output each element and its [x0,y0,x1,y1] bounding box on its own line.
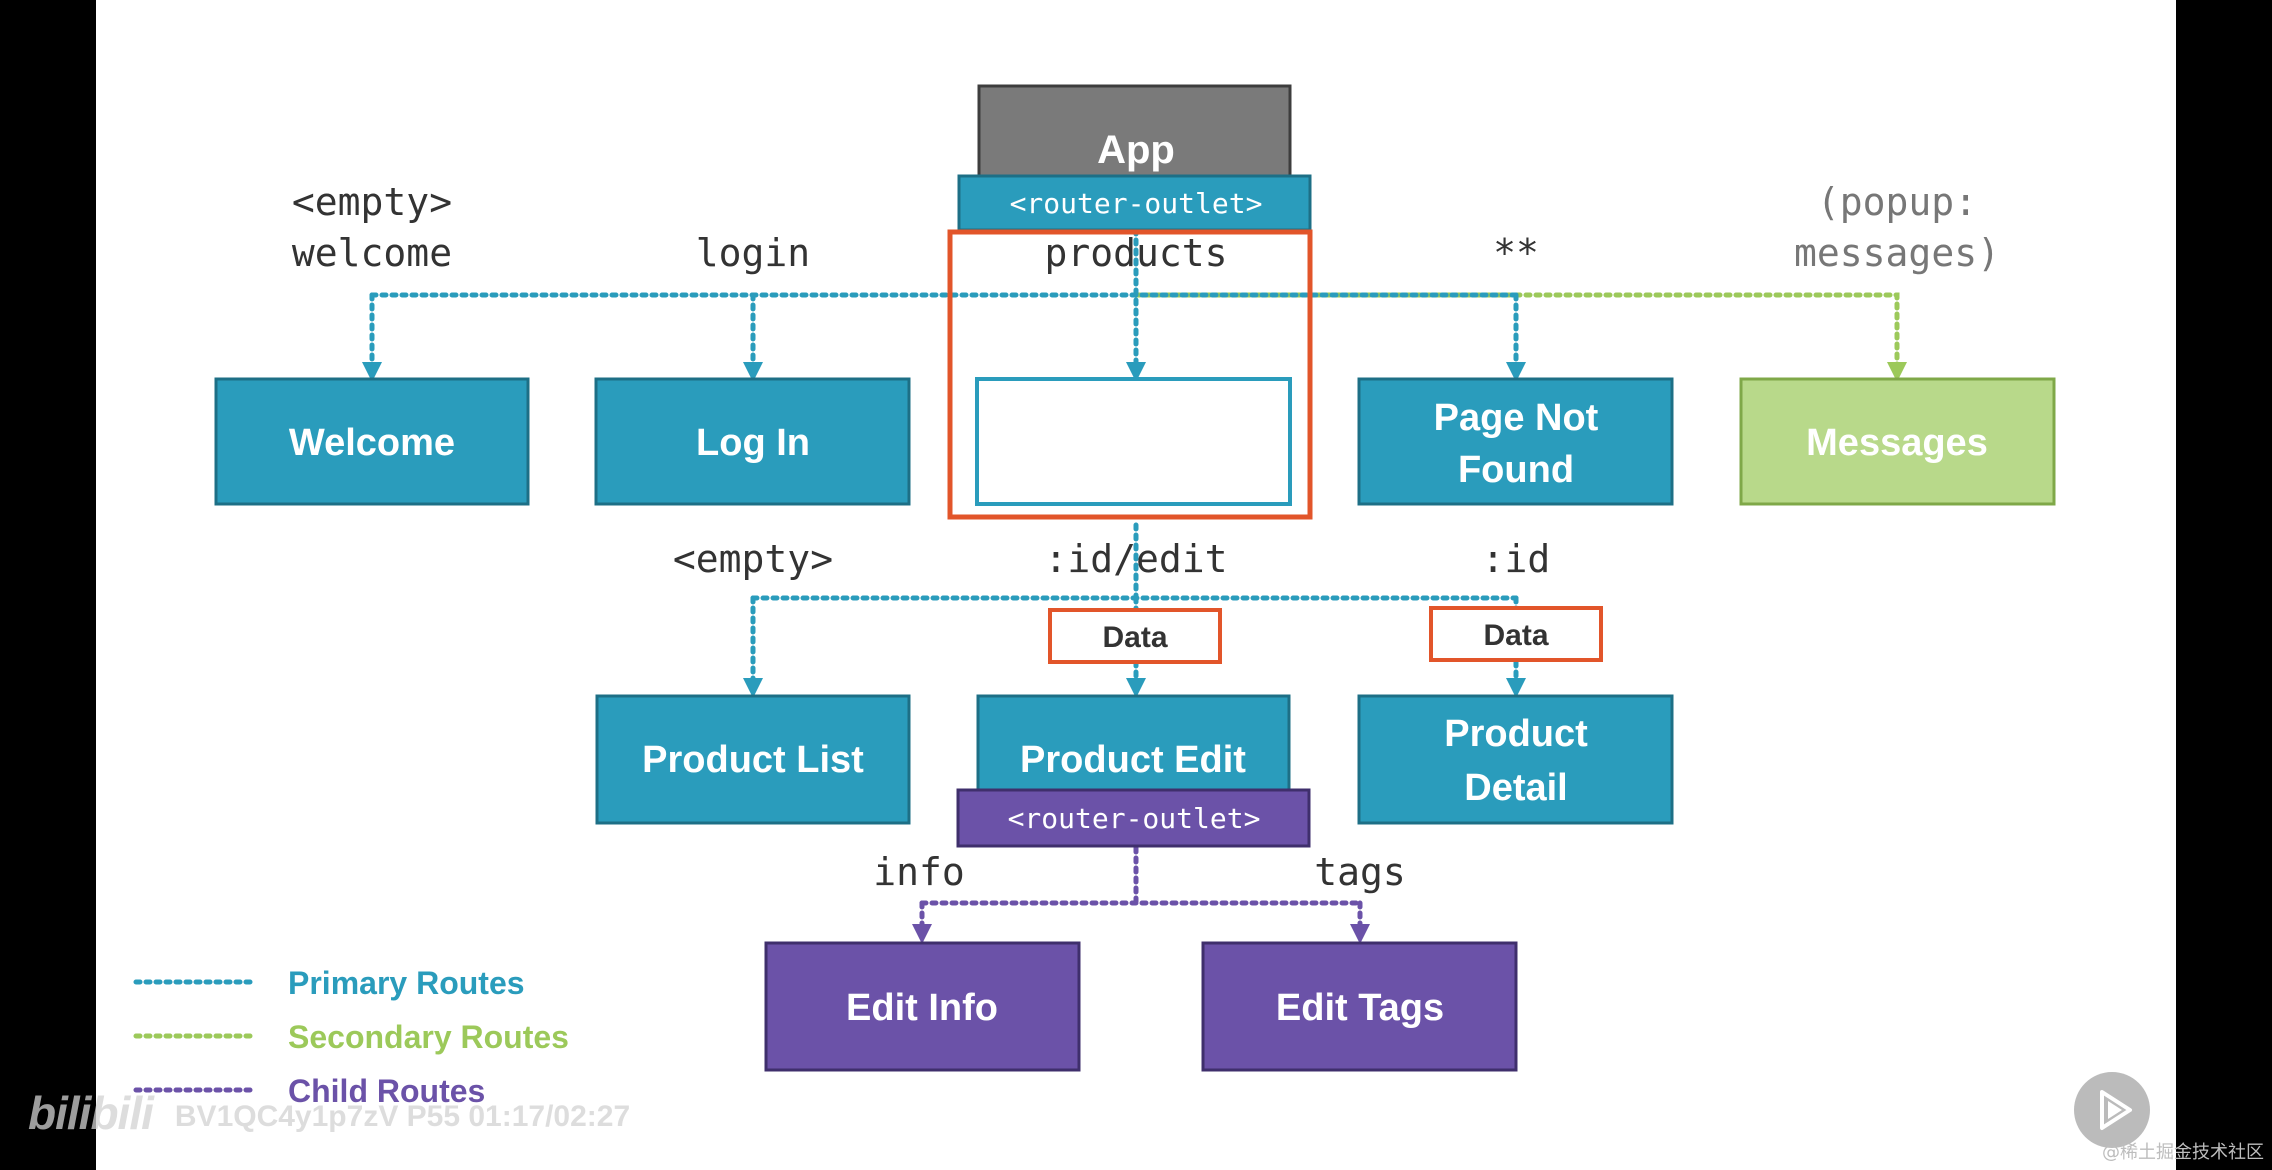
product-list-component[interactable]: Product List [595,694,911,825]
edit-info-label: Edit Info [846,987,998,1029]
routing-diagram: App <router-outlet> <empty> welcome logi… [133,84,2056,1109]
welcome-component[interactable]: Welcome [214,377,530,506]
route-label-product-detail: :id [1482,537,1551,581]
route-label-welcome-empty: <empty> [292,180,452,224]
route-label-product-list: <empty> [673,537,833,581]
product-edit-label: Product Edit [1020,739,1246,781]
messages-component[interactable]: Messages [1739,377,2056,506]
product-detail-component[interactable]: Product Detail [1357,694,1674,825]
route-label-welcome: welcome [292,231,452,275]
data-resolver-detail[interactable]: Data [1429,606,1603,662]
route-label-tags: tags [1314,850,1406,894]
products-highlight-frame [947,229,1313,520]
product-list-label: Product List [642,739,864,781]
app-router-outlet[interactable]: <router-outlet> [957,174,1312,232]
edit-tags-component[interactable]: Edit Tags [1201,941,1518,1072]
product-edit-router-outlet[interactable]: <router-outlet> [956,788,1311,848]
route-label-wildcard: ** [1493,231,1539,275]
route-label-product-edit: :id/edit [1044,537,1227,581]
login-label: Log In [696,422,810,464]
legend-primary-label: Primary Routes [288,965,525,1001]
messages-label: Messages [1806,422,1988,464]
route-label-popup: (popup: [1817,180,1977,224]
products-container[interactable] [975,377,1292,506]
child-routes-trunk [919,845,1363,906]
login-component[interactable]: Log In [594,377,911,506]
play-icon [2100,1090,2132,1130]
slide: App <router-outlet> <empty> welcome logi… [96,0,2176,1170]
page-not-found-label-line2: Found [1458,449,1574,491]
data-resolver-edit-label: Data [1102,621,1167,654]
edit-tags-label: Edit Tags [1276,987,1444,1029]
legend-secondary-label: Secondary Routes [288,1019,569,1055]
route-label-products: products [1044,231,1227,275]
app-label: App [1097,128,1175,172]
data-resolver-edit[interactable]: Data [1048,608,1222,664]
welcome-label: Welcome [289,422,455,464]
edit-info-component[interactable]: Edit Info [764,941,1081,1072]
route-label-login: login [696,231,810,275]
product-detail-label-line1: Product [1444,713,1588,755]
app-component[interactable]: App [977,84,1292,180]
route-label-messages: messages) [1794,231,2000,275]
legend-child-label: Child Routes [288,1073,485,1109]
route-label-info: info [873,850,965,894]
page-not-found-component[interactable]: Page Not Found [1357,377,1674,506]
app-router-outlet-label: <router-outlet> [1010,187,1263,220]
product-detail-label-line2: Detail [1464,767,1567,809]
data-resolver-detail-label: Data [1483,619,1548,652]
page-not-found-label-line1: Page Not [1434,397,1599,439]
play-button[interactable] [2074,1072,2150,1148]
product-edit-component[interactable]: Product Edit [976,694,1291,794]
product-edit-router-outlet-label: <router-outlet> [1008,802,1261,835]
legend: Primary Routes Secondary Routes Child Ro… [133,965,569,1109]
